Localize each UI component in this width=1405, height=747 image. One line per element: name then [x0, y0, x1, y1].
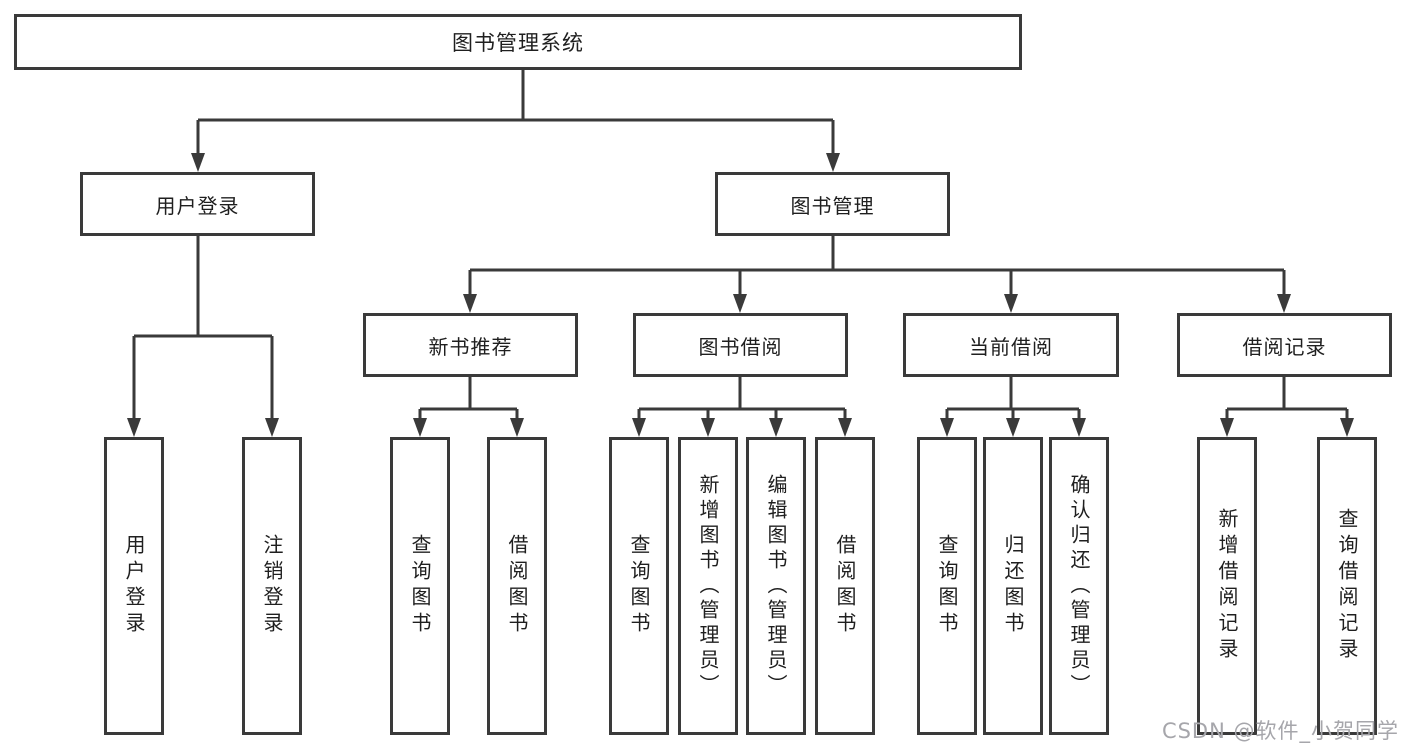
arrow-down-icon: [733, 294, 747, 313]
node-book-management: 图书管理: [715, 172, 950, 236]
node-leaf-user-login: 用户登录: [104, 437, 164, 735]
node-label: 当前借阅: [969, 334, 1053, 359]
node-label: 确认归还（管理员）: [1067, 473, 1091, 699]
arrow-down-icon: [1006, 418, 1020, 437]
node-label: 借阅图书: [505, 534, 529, 638]
node-leaf-logout: 注销登录: [242, 437, 302, 735]
arrow-down-icon: [127, 418, 141, 437]
node-label: 查询图书: [408, 534, 432, 638]
connector-paths: [132, 70, 1349, 421]
connector-userlogin-to-leaves: [132, 236, 274, 421]
node-leaf-record-search: 查询借阅记录: [1317, 437, 1377, 735]
node-label: 图书管理: [790, 193, 875, 218]
arrow-down-icon: [191, 153, 205, 172]
node-label: 编辑图书（管理员）: [764, 473, 788, 699]
node-label: 查询图书: [935, 534, 959, 638]
node-leaf-newbook-borrow: 借阅图书: [487, 437, 547, 735]
node-current-borrow: 当前借阅: [903, 313, 1119, 377]
connector-newbook-to-leaves: [418, 377, 519, 421]
node-book-borrow: 图书借阅: [633, 313, 848, 377]
arrow-down-icon: [701, 418, 715, 437]
node-leaf-borrow-edit-admin: 编辑图书（管理员）: [746, 437, 806, 735]
arrow-down-icon: [838, 418, 852, 437]
arrow-down-icon: [510, 418, 524, 437]
node-label: 新增图书（管理员）: [696, 473, 720, 699]
node-label: 图书管理系统: [452, 31, 584, 55]
arrow-down-icon: [940, 418, 954, 437]
arrow-down-icon: [463, 294, 477, 313]
connector-borrow-to-leaves: [637, 377, 847, 421]
node-label: 查询图书: [627, 534, 651, 638]
node-label: 借阅图书: [833, 534, 857, 638]
node-leaf-borrow-borrow: 借阅图书: [815, 437, 875, 735]
connector-current-to-leaves: [945, 377, 1081, 421]
node-label: 用户登录: [122, 534, 146, 638]
arrow-down-icon: [1004, 294, 1018, 313]
arrow-down-icon: [1340, 418, 1354, 437]
node-leaf-borrow-search: 查询图书: [609, 437, 669, 735]
node-borrow-record: 借阅记录: [1177, 313, 1392, 377]
arrow-down-icon: [1220, 418, 1234, 437]
connector-record-to-leaves: [1225, 377, 1349, 421]
arrow-down-icon: [413, 418, 427, 437]
node-user-login: 用户登录: [80, 172, 315, 236]
arrow-down-icon: [265, 418, 279, 437]
arrow-down-icon: [769, 418, 783, 437]
node-leaf-newbook-search: 查询图书: [390, 437, 450, 735]
connector-root-to-level2: [196, 70, 835, 156]
node-root-library-system: 图书管理系统: [14, 14, 1022, 70]
arrow-down-icon: [1072, 418, 1086, 437]
node-label: 归还图书: [1001, 534, 1025, 638]
node-new-book-recommend: 新书推荐: [363, 313, 578, 377]
node-label: 借阅记录: [1242, 334, 1327, 359]
node-leaf-current-confirm-admin: 确认归还（管理员）: [1049, 437, 1109, 735]
node-leaf-current-search: 查询图书: [917, 437, 977, 735]
arrow-down-icon: [1277, 294, 1291, 313]
node-leaf-borrow-add-admin: 新增图书（管理员）: [678, 437, 738, 735]
node-label: 用户登录: [155, 193, 240, 218]
node-label: 新书推荐: [428, 334, 513, 359]
arrow-down-icon: [632, 418, 646, 437]
node-label: 图书借阅: [698, 334, 783, 359]
node-leaf-current-return: 归还图书: [983, 437, 1043, 735]
connector-bookmgmt-to-level3: [468, 236, 1286, 297]
csdn-watermark: CSDN @软件_小贺同学: [1161, 719, 1399, 743]
node-label: 查询借阅记录: [1335, 508, 1359, 664]
node-label: 注销登录: [260, 534, 284, 638]
node-leaf-record-add: 新增借阅记录: [1197, 437, 1257, 735]
node-label: 新增借阅记录: [1215, 508, 1239, 664]
arrowhead-icons: [127, 153, 1354, 437]
arrow-down-icon: [826, 153, 840, 172]
